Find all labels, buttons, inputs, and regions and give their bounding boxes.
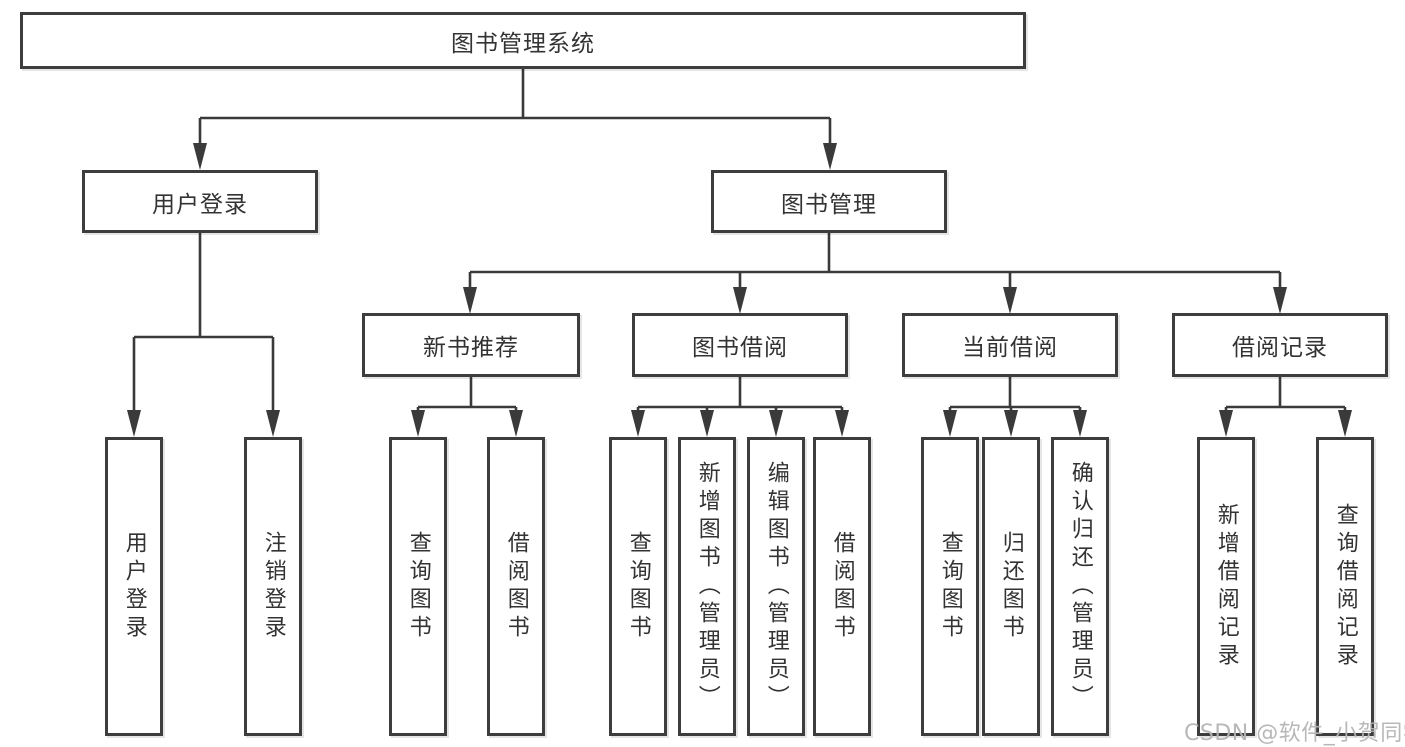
leaf-label: 归还图书 — [998, 530, 1024, 643]
leaf-label: 查询图书 — [625, 530, 651, 643]
node-library-management-system: 图书管理系统 — [20, 12, 1026, 69]
leaf-query-books-current: 查询图书 — [921, 437, 979, 736]
node-current-borrowing: 当前借阅 — [902, 313, 1118, 377]
node-label: 图书借阅 — [692, 335, 788, 361]
node-label: 当前借阅 — [962, 335, 1058, 361]
leaf-label: 查询图书 — [937, 530, 963, 643]
node-borrowing-records: 借阅记录 — [1172, 313, 1388, 377]
leaf-label: 查询图书 — [405, 530, 431, 643]
leaf-confirm-return-admin: 确认归还（管理员） — [1051, 437, 1109, 736]
leaf-logout: 注销登录 — [244, 437, 302, 736]
leaf-label: 确认归还（管理员） — [1067, 460, 1093, 713]
leaf-query-borrow-record: 查询借阅记录 — [1316, 437, 1374, 736]
connector-strokes — [132, 69, 1347, 413]
node-book-management: 图书管理 — [711, 170, 947, 233]
leaf-return-books: 归还图书 — [982, 437, 1040, 736]
node-label: 借阅记录 — [1232, 335, 1328, 361]
connector-arrowheads — [127, 143, 1352, 437]
csdn-watermark: CSDN @软件_小贺同学 — [1184, 721, 1405, 746]
leaf-user-login: 用户登录 — [105, 437, 163, 736]
node-label: 新书推荐 — [423, 335, 519, 361]
leaf-borrow-books-recommend: 借阅图书 — [487, 437, 545, 736]
leaf-label: 借阅图书 — [503, 530, 529, 643]
leaf-label: 用户登录 — [121, 530, 147, 643]
leaf-label: 新增图书（管理员） — [694, 460, 720, 713]
leaf-label: 查询借阅记录 — [1332, 502, 1358, 671]
leaf-edit-book-admin: 编辑图书（管理员） — [747, 437, 805, 736]
leaf-label: 注销登录 — [260, 530, 286, 643]
node-new-book-recommend: 新书推荐 — [362, 313, 580, 377]
leaf-label: 借阅图书 — [829, 530, 855, 643]
leaf-add-book-admin: 新增图书（管理员） — [678, 437, 736, 736]
leaf-borrow-books: 借阅图书 — [813, 437, 871, 736]
node-user-login: 用户登录 — [82, 170, 318, 233]
node-label: 用户登录 — [152, 191, 248, 218]
node-label: 图书管理 — [781, 191, 877, 218]
node-label: 图书管理系统 — [451, 30, 595, 57]
leaf-query-books-recommend: 查询图书 — [389, 437, 447, 736]
node-book-borrowing: 图书借阅 — [632, 313, 848, 377]
leaf-add-borrow-record: 新增借阅记录 — [1197, 437, 1255, 736]
leaf-label: 编辑图书（管理员） — [763, 460, 789, 713]
leaf-label: 新增借阅记录 — [1213, 502, 1239, 671]
leaf-query-books-borrow: 查询图书 — [609, 437, 667, 736]
